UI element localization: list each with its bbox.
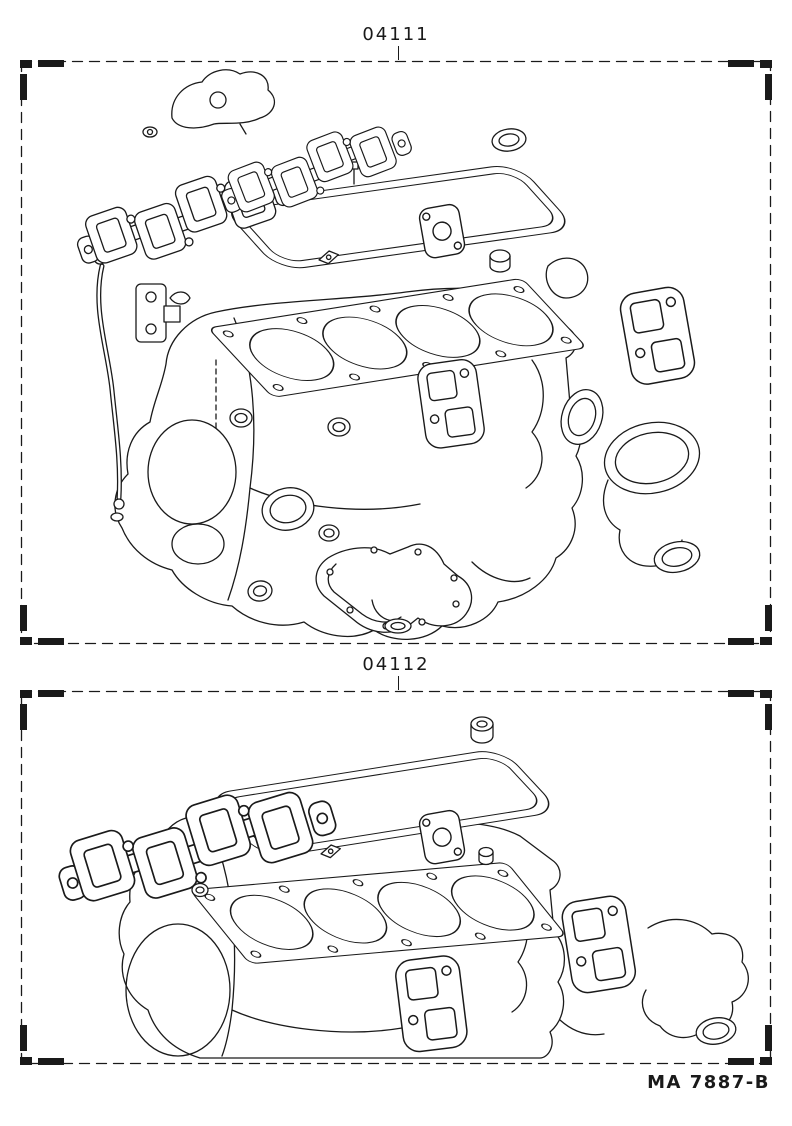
egr-gasket <box>617 284 698 388</box>
o-ring-seal <box>318 524 340 542</box>
part-number-label-04112: 04112 <box>362 654 430 675</box>
grommet-seal <box>478 846 494 866</box>
o-ring-seal <box>653 540 701 574</box>
label-leader-tick <box>398 46 399 60</box>
gasket-kit-illustration-04112 <box>20 690 772 1065</box>
label-leader-tick <box>398 676 399 690</box>
drawing-reference-code: MA 7887-B <box>647 1072 770 1093</box>
o-ring-seal <box>247 580 273 602</box>
outlet-gasket <box>393 953 470 1055</box>
camshaft-seal <box>560 389 604 445</box>
dipstick-tube <box>93 251 125 522</box>
cylinder-head-gasket <box>192 862 564 964</box>
crankshaft-rear-main-seal <box>603 421 701 495</box>
o-ring-seal <box>695 1017 737 1045</box>
oil-pan-gasket <box>315 543 473 634</box>
cylinder-head-gasket <box>210 278 584 397</box>
water-outlet-gasket <box>417 808 467 866</box>
water-outlet-gasket <box>417 202 467 260</box>
gasket-kit-illustration-04111 <box>20 60 772 645</box>
crankshaft-front-seal <box>261 487 315 531</box>
oil-filler-cap <box>470 716 494 744</box>
part-number-label-04111: 04111 <box>362 24 430 45</box>
tube-bracket <box>135 283 191 343</box>
outlet-gasket <box>415 357 487 451</box>
camshaft-plug-seal <box>491 128 527 152</box>
wing-clip <box>318 250 340 265</box>
dashed-frame <box>20 60 772 645</box>
valve-stem-seal <box>327 417 351 437</box>
wing-clip <box>320 844 342 859</box>
valve-stem-seal <box>191 882 209 898</box>
thermostat-housing-sketch <box>142 69 276 138</box>
sealing-cap <box>489 249 511 273</box>
egr-gasket <box>559 893 639 996</box>
dashed-frame <box>20 690 772 1065</box>
valve-stem-seal <box>229 408 253 428</box>
